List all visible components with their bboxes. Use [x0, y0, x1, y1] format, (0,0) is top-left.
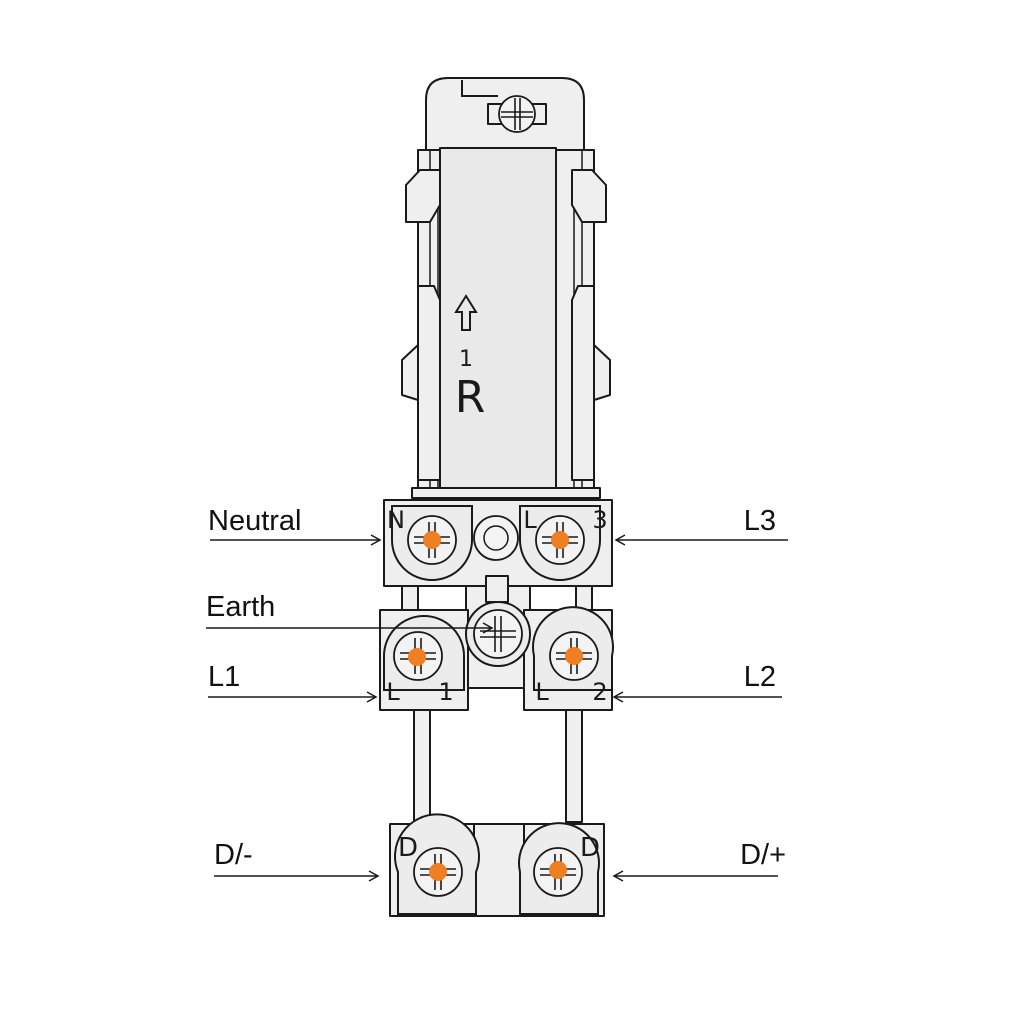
- dot-l1: [408, 648, 426, 666]
- up-arrow-icon: [454, 294, 478, 331]
- body-number-mark: 1: [459, 347, 473, 372]
- callout-l3-label: L3: [744, 505, 776, 537]
- terminal-earth: [465, 601, 531, 667]
- mark-l-right: L: [535, 678, 549, 706]
- dot-neutral: [423, 531, 441, 549]
- body-markings: 1 R: [454, 294, 486, 423]
- terminal-marks: N L 3 L 1 L 2 D D: [386, 506, 607, 863]
- connector-housing-top: [401, 77, 611, 499]
- callout-neutral-label: Neutral: [208, 505, 302, 537]
- top-screw: [487, 95, 547, 133]
- body-letter-mark: R: [455, 372, 486, 423]
- mark-d-right: D: [580, 833, 600, 863]
- mark-2: 2: [592, 678, 607, 706]
- callout-d-minus: D/-: [214, 839, 380, 882]
- mark-l-top: L: [523, 506, 537, 534]
- mark-l-left: L: [386, 678, 400, 706]
- dot-d-minus: [429, 863, 447, 881]
- mark-1: 1: [438, 678, 453, 706]
- dot-l2: [565, 647, 583, 665]
- callout-earth: Earth: [206, 591, 494, 634]
- callouts: Neutral L3 Earth L1 L2 D/- D/+: [206, 505, 788, 882]
- callout-l1-label: L1: [208, 661, 240, 693]
- terminal-center-guide: [473, 515, 519, 561]
- callout-d-minus-label: D/-: [214, 839, 253, 871]
- mark-n: N: [387, 506, 405, 534]
- callout-l3: L3: [614, 505, 788, 546]
- callout-d-plus: D/+: [612, 839, 786, 882]
- callout-l2-label: L2: [744, 661, 776, 693]
- connection-dots: [408, 531, 583, 881]
- callout-neutral: Neutral: [208, 505, 382, 546]
- dot-l3: [551, 531, 569, 549]
- callout-d-plus-label: D/+: [740, 839, 786, 871]
- dot-d-plus: [549, 861, 567, 879]
- callout-l1: L1: [208, 661, 378, 703]
- callout-earth-label: Earth: [206, 591, 275, 623]
- callout-l2: L2: [612, 661, 782, 703]
- mark-d-left: D: [398, 833, 418, 863]
- mark-3: 3: [592, 506, 607, 534]
